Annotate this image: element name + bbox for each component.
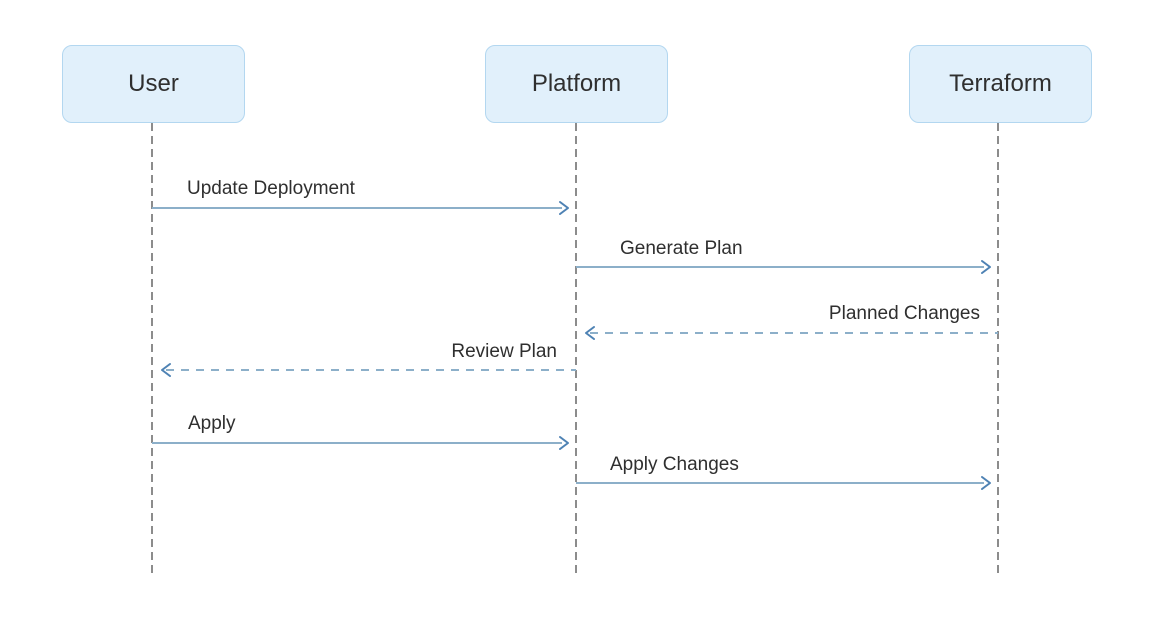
message-line-review-plan bbox=[166, 369, 576, 371]
message-label-apply: Apply bbox=[188, 413, 236, 434]
lifeline-user bbox=[151, 123, 153, 578]
actor-box-terraform: Terraform bbox=[909, 45, 1092, 123]
message-label-generate-plan: Generate Plan bbox=[620, 238, 743, 259]
actor-label-user: User bbox=[128, 70, 179, 97]
message-line-generate-plan bbox=[576, 266, 984, 268]
actor-label-platform: Platform bbox=[531, 70, 622, 97]
message-line-apply-changes bbox=[576, 482, 984, 484]
arrow-right-icon bbox=[981, 260, 991, 274]
message-line-update-deployment bbox=[152, 207, 562, 209]
arrow-right-icon bbox=[559, 201, 569, 215]
message-label-update-deployment: Update Deployment bbox=[187, 178, 355, 199]
message-label-review-plan: Review Plan bbox=[451, 341, 557, 362]
actor-label-terraform: Terraform bbox=[949, 70, 1052, 97]
actor-box-user: User bbox=[62, 45, 245, 123]
actor-box-platform: Platform bbox=[485, 45, 668, 123]
arrow-right-icon bbox=[559, 436, 569, 450]
message-label-apply-changes: Apply Changes bbox=[610, 454, 739, 475]
arrow-left-icon bbox=[585, 326, 595, 340]
message-line-apply bbox=[152, 442, 562, 444]
message-label-planned-changes: Planned Changes bbox=[828, 303, 980, 324]
lifeline-terraform bbox=[997, 123, 999, 578]
lifeline-platform bbox=[575, 123, 577, 578]
arrow-right-icon bbox=[981, 476, 991, 490]
message-line-planned-changes bbox=[590, 332, 998, 334]
arrow-left-icon bbox=[161, 363, 171, 377]
